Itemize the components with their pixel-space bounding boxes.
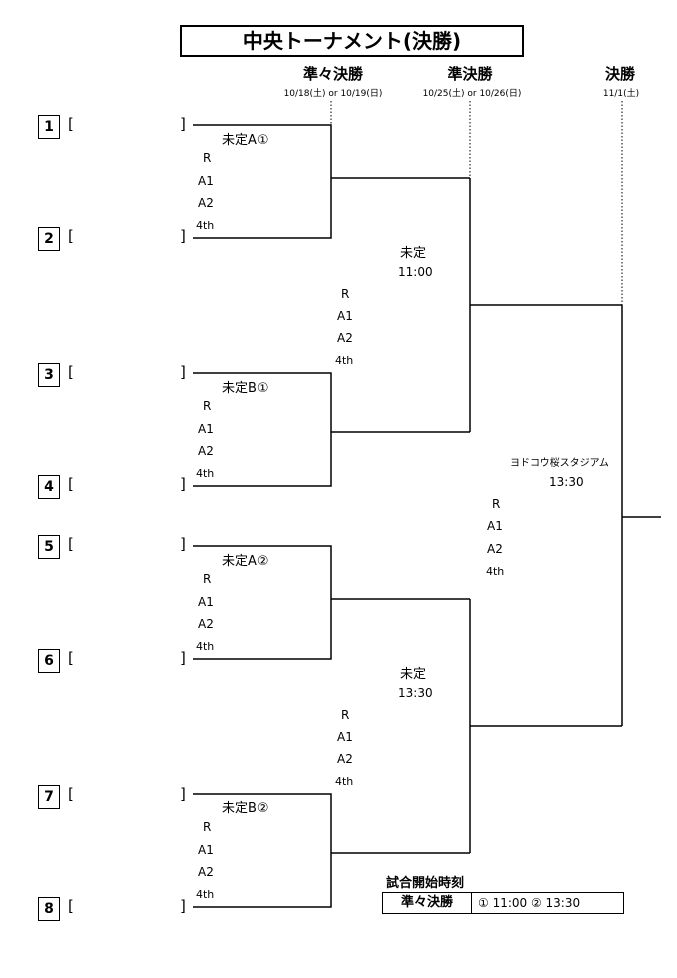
qf-slot-label: 未定B①	[222, 381, 269, 396]
bracket-line-qf3	[193, 545, 470, 660]
qualifier-code: A2	[337, 752, 353, 766]
team-bracket-close: ]	[180, 363, 186, 381]
round-label-sf: 準決勝	[447, 65, 493, 83]
seed-box-2: 2	[38, 227, 60, 251]
qualifier-code: A1	[198, 595, 214, 609]
round-label-qf: 準々決勝	[302, 65, 363, 83]
seed-box-4: 4	[38, 475, 60, 499]
round-date-qf: 10/18(土) or 10/19(日)	[283, 89, 383, 99]
qualifier-code: A1	[198, 174, 214, 188]
sf-venue: 未定	[400, 246, 427, 261]
team-bracket-open: [	[68, 897, 74, 915]
round-date-final: 11/1(土)	[602, 89, 640, 99]
qualifier-code: R	[203, 572, 212, 586]
sf-venue: 未定	[400, 667, 427, 682]
qualifier-code: A2	[337, 331, 353, 345]
bracket-line-final	[621, 305, 661, 726]
page-title: 中央トーナメント(決勝)	[180, 25, 524, 57]
final-time: 13:30	[549, 475, 584, 489]
team-bracket-close: ]	[180, 785, 186, 803]
qualifier-code: A1	[198, 422, 214, 436]
seed-box-6: 6	[38, 649, 60, 673]
team-bracket-open: [	[68, 535, 74, 553]
qf-slot-label: 未定A①	[222, 133, 269, 148]
schedule-times: ① 11:00 ② 13:30	[478, 896, 581, 910]
qualifier-code: A2	[198, 196, 214, 210]
qualifier-code: A1	[198, 843, 214, 857]
team-bracket-open: [	[68, 475, 74, 493]
sf-time: 11:00	[398, 265, 433, 279]
qualifier-code: A2	[198, 865, 214, 879]
qualifier-code: 4th	[335, 775, 354, 788]
team-bracket-open: [	[68, 785, 74, 803]
bracket-line-qf2	[193, 372, 470, 487]
qualifier-code: A1	[487, 519, 503, 533]
qualifier-code: R	[341, 287, 350, 301]
seed-box-1: 1	[38, 115, 60, 139]
qualifier-code: 4th	[196, 219, 215, 232]
qf-slot-label: 未定B②	[222, 801, 269, 816]
qualifier-code: 4th	[196, 467, 215, 480]
schedule-round: 準々決勝	[383, 893, 472, 913]
bracket-line-qf4	[193, 793, 470, 908]
qualifier-code: A2	[198, 617, 214, 631]
team-bracket-close: ]	[180, 535, 186, 553]
qf-slot-label: 未定A②	[222, 554, 269, 569]
qualifier-code: 4th	[335, 354, 354, 367]
seed-box-5: 5	[38, 535, 60, 559]
team-bracket-close: ]	[180, 649, 186, 667]
qualifier-code: 4th	[196, 640, 215, 653]
team-bracket-open: [	[68, 227, 74, 245]
seed-box-7: 7	[38, 785, 60, 809]
qualifier-code: R	[203, 820, 212, 834]
qualifier-code: R	[203, 399, 212, 413]
qualifier-code: 4th	[486, 565, 505, 578]
final-venue: ヨドコウ桜スタジアム	[510, 458, 609, 469]
qualifier-code: A2	[487, 542, 503, 556]
qualifier-code: R	[341, 708, 350, 722]
team-bracket-open: [	[68, 649, 74, 667]
qualifier-code: 4th	[196, 888, 215, 901]
sf-time: 13:30	[398, 686, 433, 700]
team-bracket-close: ]	[180, 115, 186, 133]
schedule-label: 試合開始時刻	[386, 876, 465, 891]
seed-box-3: 3	[38, 363, 60, 387]
qualifier-code: R	[203, 151, 212, 165]
team-bracket-close: ]	[180, 475, 186, 493]
qualifier-code: R	[492, 497, 501, 511]
round-date-sf: 10/25(土) or 10/26(日)	[422, 89, 522, 99]
team-bracket-open: [	[68, 363, 74, 381]
team-bracket-open: [	[68, 115, 74, 133]
qualifier-code: A1	[337, 730, 353, 744]
round-label-final: 決勝	[604, 65, 635, 83]
schedule-table: 準々決勝 ① 11:00 ② 13:30	[382, 892, 624, 914]
bracket-line-sf1	[469, 178, 622, 432]
qualifier-code: A2	[198, 444, 214, 458]
bracket-line-qf1	[193, 124, 470, 239]
team-bracket-close: ]	[180, 897, 186, 915]
qualifier-code: A1	[337, 309, 353, 323]
team-bracket-close: ]	[180, 227, 186, 245]
seed-box-8: 8	[38, 897, 60, 921]
bracket-line-sf2	[469, 599, 622, 853]
